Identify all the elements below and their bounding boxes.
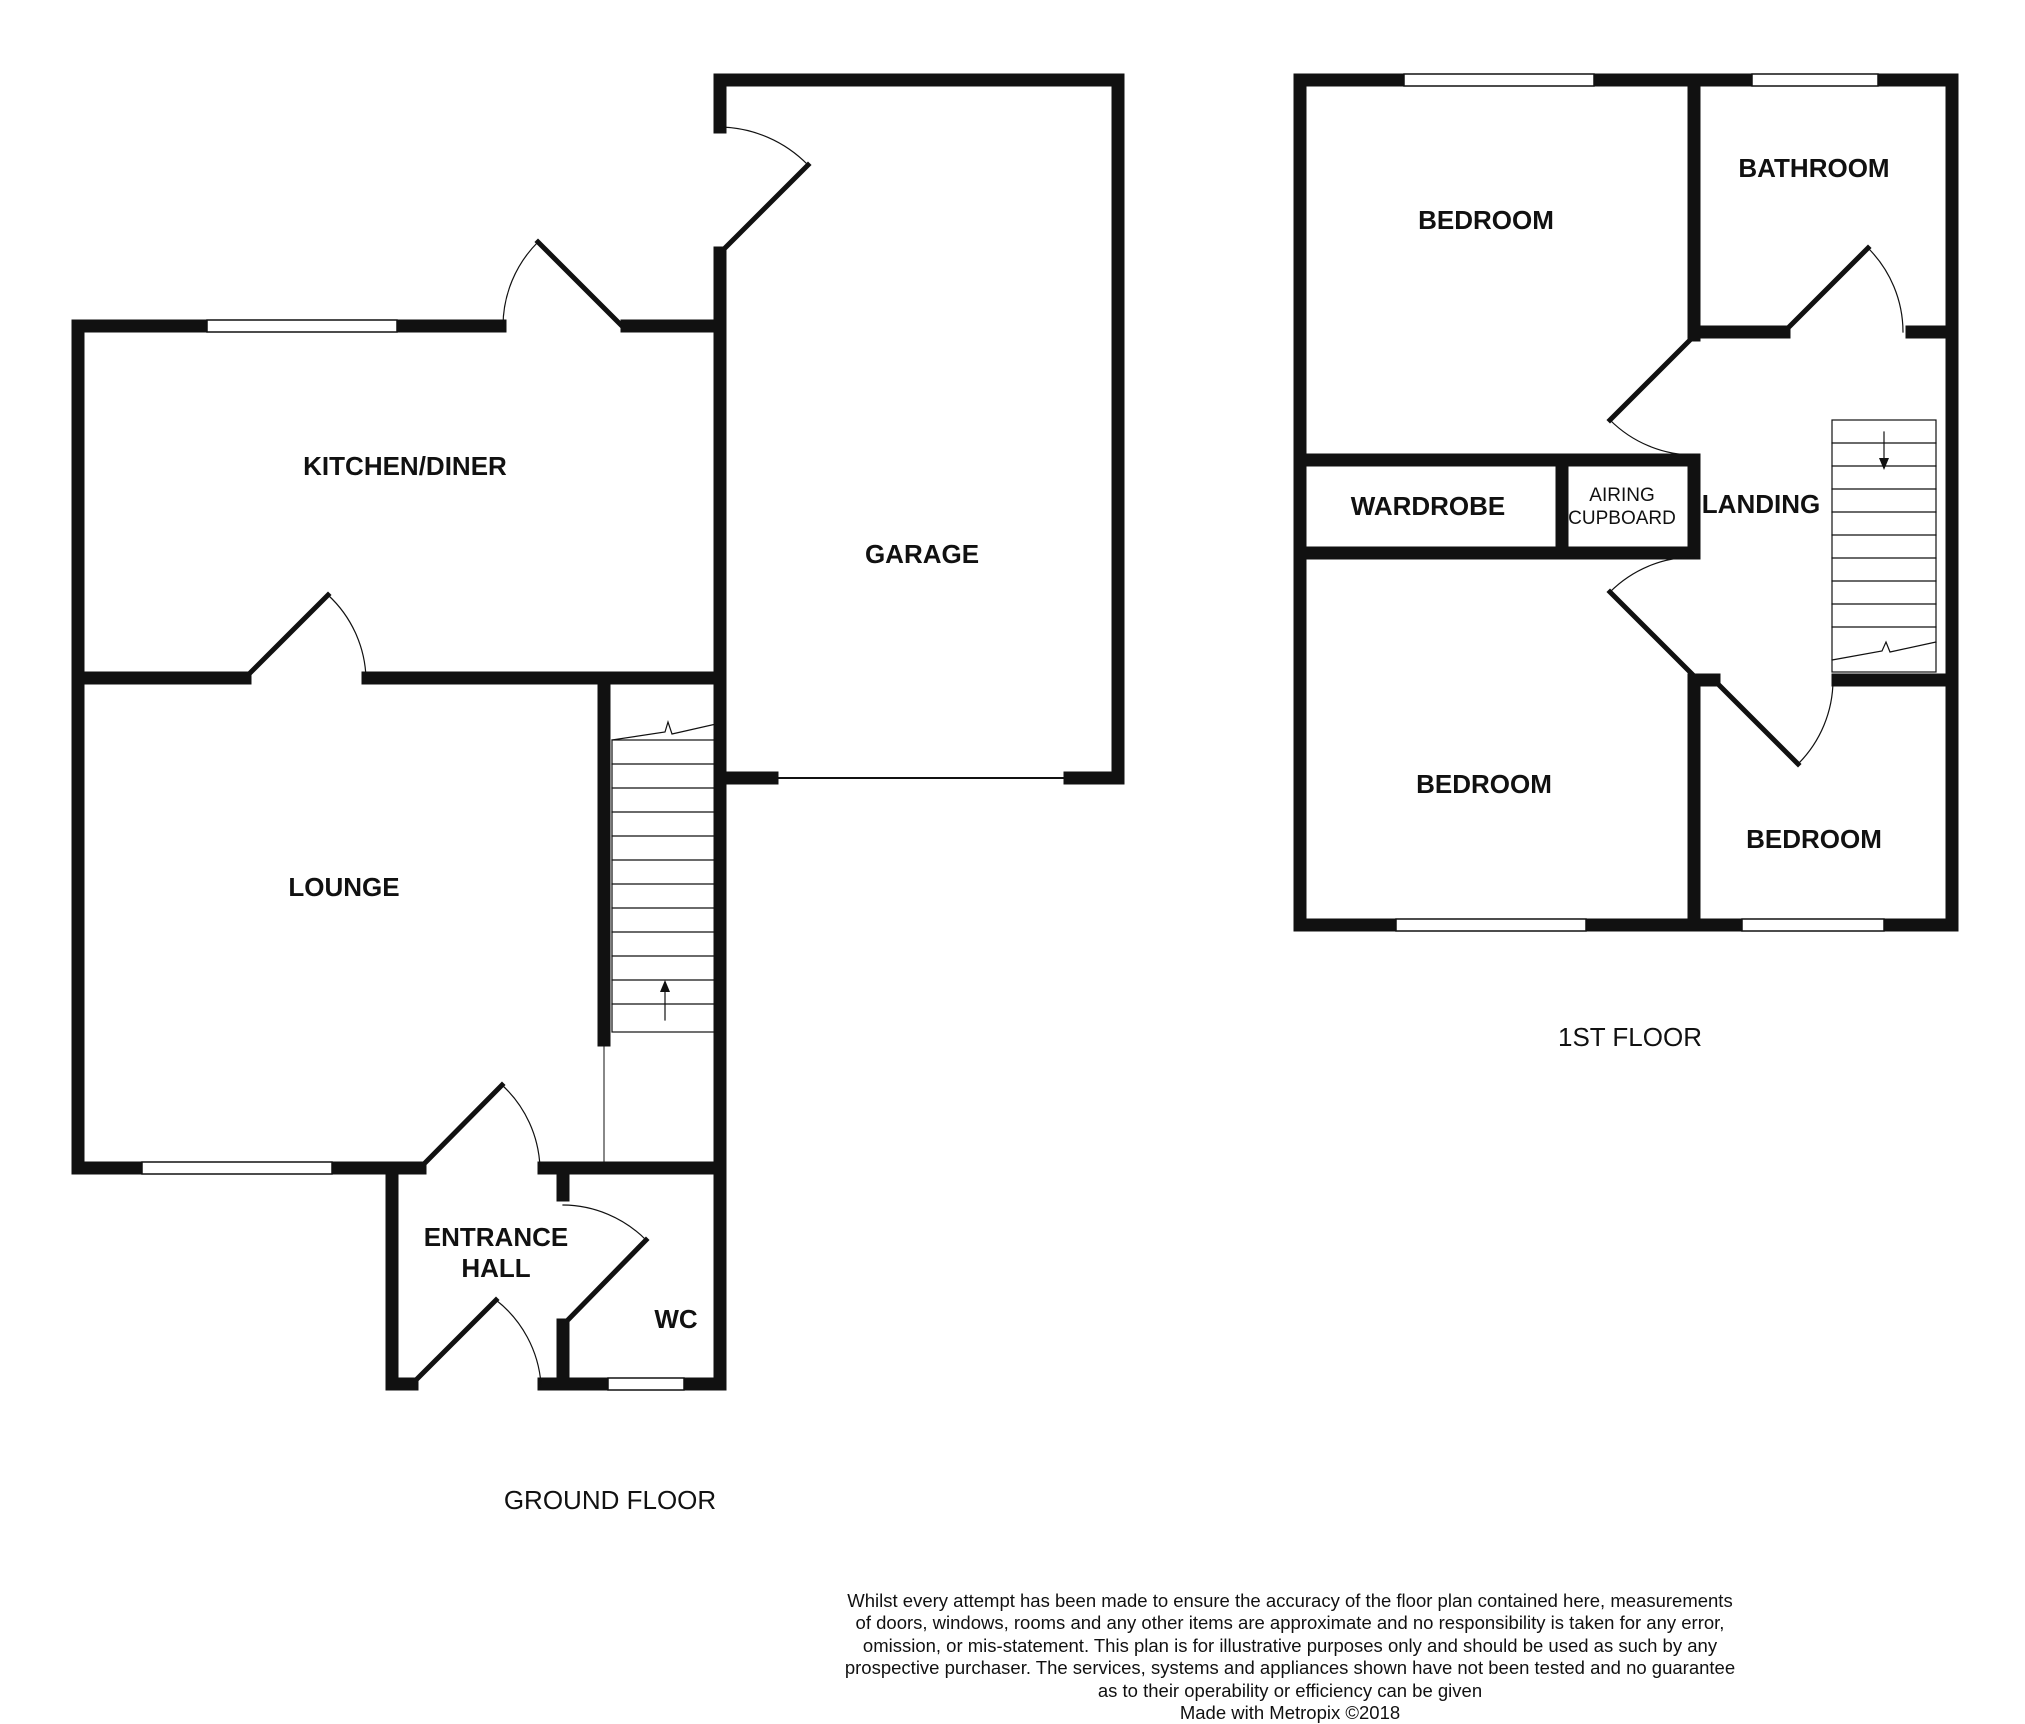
metropix-credit: Made with Metropix ©2018 — [1179, 1702, 1401, 1724]
first-floor-title: 1ST FLOOR — [1558, 1022, 1702, 1052]
disclaimer-line: prospective purchaser. The services, sys… — [844, 1657, 1736, 1679]
wc-door-leaf — [559, 1236, 650, 1329]
bedroom-2-door-leaf — [1606, 588, 1698, 680]
front-door-leaf — [408, 1296, 500, 1388]
bedroom-2-label: BEDROOM — [1416, 769, 1552, 799]
disclaimer: Whilst every attempt has been made to en… — [800, 1590, 1780, 1724]
bedroom-3-door-swing — [1797, 679, 1834, 765]
entrance-hall-label-line2: HALL — [461, 1253, 530, 1283]
disclaimer-line: as to their operability or efficiency ca… — [1097, 1679, 1483, 1701]
wc-label: WC — [654, 1304, 698, 1334]
ground-floor-stairs — [611, 720, 717, 1033]
bedroom-2-window — [1395, 918, 1587, 932]
first-floor-windows — [1395, 73, 1885, 932]
first-floor-doors — [1606, 244, 1904, 768]
ground-floor-labels: KITCHEN/DINER GARAGE LOUNGE ENTRANCE HAL… — [288, 451, 979, 1515]
bedroom-2-door-swing — [1609, 556, 1695, 593]
hall-to-lounge-door-leaf — [416, 1081, 506, 1172]
kitchen-back-door-swing — [502, 241, 539, 327]
disclaimer-line: Whilst every attempt has been made to en… — [847, 1590, 1733, 1611]
garage-side-door-leaf — [716, 161, 812, 257]
bathroom-door-swing — [1867, 247, 1904, 333]
airing-cupboard-label-line2: CUPBOARD — [1568, 508, 1676, 529]
ground-floor-windows — [141, 319, 1071, 1391]
bedroom-3-label: BEDROOM — [1746, 824, 1882, 854]
lounge-door-swing — [327, 594, 367, 679]
first-floor-plan: BEDROOM BATHROOM WARDROBE AIRING CUPBOAR… — [1293, 73, 1959, 1052]
ground-floor-plan: KITCHEN/DINER GARAGE LOUNGE ENTRANCE HAL… — [71, 73, 1125, 1515]
bedroom-1-window — [1403, 73, 1595, 87]
entrance-hall-label-line1: ENTRANCE — [424, 1222, 568, 1252]
front-door-swing — [495, 1299, 542, 1385]
airing-cupboard-label-line1: AIRING — [1589, 485, 1654, 506]
ground-floor-title: GROUND FLOOR — [504, 1485, 716, 1515]
disclaimer-line: omission, or mis-statement. This plan is… — [862, 1634, 1718, 1656]
garage-label: GARAGE — [865, 539, 979, 569]
wc-window — [607, 1377, 685, 1391]
kitchen-diner-label: KITCHEN/DINER — [303, 451, 507, 481]
kitchen-window — [206, 319, 398, 333]
bedroom-1-label: BEDROOM — [1418, 205, 1554, 235]
first-floor-stairs — [1831, 419, 1937, 673]
bathroom-label: BATHROOM — [1738, 153, 1889, 183]
hall-to-lounge-door-swing — [501, 1084, 541, 1169]
lounge-door-leaf — [241, 591, 332, 682]
bedroom-1-door-swing — [1609, 419, 1695, 456]
disclaimer-line: of doors, windows, rooms and any other i… — [855, 1612, 1725, 1634]
ground-floor-doors — [241, 126, 812, 1388]
lounge-label: LOUNGE — [288, 872, 399, 902]
bedroom-3-window — [1741, 918, 1885, 932]
wardrobe-label: WARDROBE — [1351, 491, 1506, 521]
landing-label: LANDING — [1702, 489, 1820, 519]
kitchen-back-door-leaf — [534, 238, 626, 330]
first-floor-labels: BEDROOM BATHROOM WARDROBE AIRING CUPBOAR… — [1351, 153, 1890, 1052]
bathroom-door-leaf — [1780, 244, 1872, 336]
garage-side-door-swing — [719, 126, 809, 166]
wc-door-swing — [562, 1204, 647, 1241]
ground-floor-walls — [71, 73, 1125, 1391]
bedroom-1-door-leaf — [1606, 332, 1698, 424]
bedroom-3-door-leaf — [1710, 676, 1802, 768]
bathroom-window — [1751, 73, 1879, 87]
lounge-window — [141, 1161, 333, 1175]
